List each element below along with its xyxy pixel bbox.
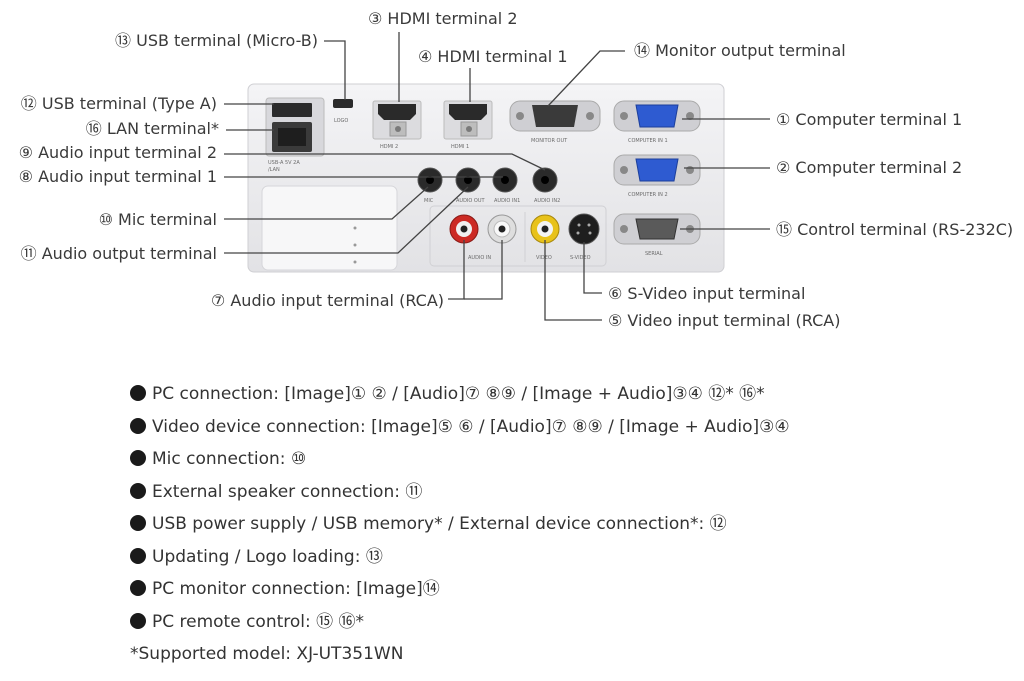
label-svideo: ⑥ S-Video input terminal xyxy=(608,284,805,303)
legend-text: Updating / Logo loading: ⑬ xyxy=(152,546,383,567)
rca-red-jack xyxy=(449,214,479,244)
panel-dot xyxy=(353,243,357,247)
leader-svideo xyxy=(583,242,602,294)
hdmi1-port: HDMI 1 xyxy=(443,100,493,150)
legend-item-remote: PC remote control: ⑮ ⑯* xyxy=(130,609,990,642)
audio-in2-jack: AUDIO IN2 xyxy=(532,167,560,204)
audio-in1-jack: AUDIO IN1 xyxy=(492,167,520,204)
legend-item-speaker: External speaker connection: ⑪ xyxy=(130,479,990,512)
label-audio-in1: ⑧ Audio input terminal 1 xyxy=(19,167,217,186)
legend-item-usb: USB power supply / USB memory* / Externa… xyxy=(130,511,990,544)
label-control: ⑮ Control terminal (RS-232C) xyxy=(776,220,1013,239)
leader-audio-in2 xyxy=(224,153,546,171)
legend-item-video-device: Video device connection: [Image]⑤ ⑥ / [A… xyxy=(130,414,990,447)
hdmi2-text: HDMI 2 xyxy=(380,144,398,150)
label-hdmi1: ④ HDMI terminal 1 xyxy=(418,47,568,66)
leader-monitor-out xyxy=(547,50,625,107)
bullet-icon xyxy=(130,547,146,564)
legend-text: Video device connection: [Image]⑤ ⑥ / [A… xyxy=(152,416,790,437)
legend-item-updating: Updating / Logo loading: ⑬ xyxy=(130,544,990,577)
legend-item-mic: Mic connection: ⑩ xyxy=(130,446,990,479)
hdmi1-text: HDMI 1 xyxy=(451,144,469,150)
label-video-rca: ⑤ Video input terminal (RCA) xyxy=(608,311,840,330)
s-video-text: S-VIDEO xyxy=(570,255,591,261)
legend-item-pc: PC connection: [Image]① ② / [Audio]⑦ ⑧⑨ … xyxy=(130,381,990,414)
legend-text: External speaker connection: ⑪ xyxy=(152,481,423,502)
terminal-labels: ⑬ USB terminal (Micro-B) ③ HDMI terminal… xyxy=(19,9,1014,330)
leader-lines xyxy=(224,32,770,321)
projector-panel: USB-A 5V 2A /LAN LOGO HDMI 2 HDMI 1 xyxy=(247,83,725,273)
lower-bay xyxy=(429,205,607,267)
label-audio-out: ⑪ Audio output terminal xyxy=(21,244,217,263)
rca-white-jack xyxy=(487,214,517,244)
serial-text: SERIAL xyxy=(645,251,663,257)
serial-port: SERIAL xyxy=(613,213,701,257)
rca-yellow-jack xyxy=(530,214,560,244)
usb-micro-b-port xyxy=(333,99,353,108)
computer-in2-text: COMPUTER IN 2 xyxy=(628,192,668,198)
leader-audio-out xyxy=(224,186,469,254)
bullet-icon xyxy=(130,515,146,531)
bullet-icon xyxy=(130,580,146,596)
computer-in1-text: COMPUTER IN 1 xyxy=(628,138,668,144)
hdmi2-port: HDMI 2 xyxy=(372,100,422,150)
audio-in-text: AUDIO IN xyxy=(468,255,491,261)
usb-power-text: USB-A 5V 2A xyxy=(268,160,300,166)
label-monitor-out: ⑭ Monitor output terminal xyxy=(634,41,846,60)
label-computer1: ① Computer terminal 1 xyxy=(776,110,962,129)
mic-jack: MIC xyxy=(417,167,443,204)
label-usb-micro-b: ⑬ USB terminal (Micro-B) xyxy=(115,31,318,50)
leader-video-rca xyxy=(544,240,602,321)
bullet-icon xyxy=(130,417,146,434)
panel-recess xyxy=(261,185,398,271)
label-lan: ⑯ LAN terminal* xyxy=(86,119,219,138)
label-computer2: ② Computer terminal 2 xyxy=(776,158,962,177)
audio-out-text: AUDIO OUT xyxy=(456,198,486,204)
audio-in1-text: AUDIO IN1 xyxy=(494,198,520,204)
video-text: VIDEO xyxy=(536,255,552,261)
bullet-icon xyxy=(130,385,146,401)
monitor-out-port: MONITOR OUT xyxy=(509,100,601,144)
legend-text: PC monitor connection: [Image]⑭ xyxy=(152,579,440,599)
bullet-icon xyxy=(130,612,146,629)
legend-text: PC remote control: ⑮ ⑯* xyxy=(152,611,365,632)
mic-text: MIC xyxy=(424,198,434,204)
leader-mic xyxy=(224,186,429,220)
s-video-jack xyxy=(568,213,600,245)
logo-text: LOGO xyxy=(334,118,348,124)
panel-dot xyxy=(353,226,357,230)
lan-text: /LAN xyxy=(268,167,280,173)
panel-dot xyxy=(353,260,357,264)
audio-out-jack: AUDIO OUT xyxy=(455,167,486,204)
computer-in2-port: COMPUTER IN 2 xyxy=(613,154,701,198)
computer-in1-port: COMPUTER IN 1 xyxy=(613,100,701,144)
audio-in2-text: AUDIO IN2 xyxy=(534,198,560,204)
legend-text: Mic connection: ⑩ xyxy=(152,449,307,469)
leader-usb-micro-b xyxy=(324,40,346,100)
usb-type-a-port xyxy=(272,103,312,117)
label-audio-in2: ⑨ Audio input terminal 2 xyxy=(19,143,217,162)
connection-diagram: USB-A 5V 2A /LAN LOGO HDMI 2 HDMI 1 xyxy=(19,9,1014,330)
label-hdmi2: ③ HDMI terminal 2 xyxy=(368,9,518,28)
legend-text: PC connection: [Image]① ② / [Audio]⑦ ⑧⑨ … xyxy=(152,384,765,404)
connection-legend: PC connection: [Image]① ② / [Audio]⑦ ⑧⑨ … xyxy=(130,381,990,667)
bullet-icon xyxy=(130,482,146,499)
label-usb-type-a: ⑫ USB terminal (Type A) xyxy=(21,94,217,113)
label-mic: ⑩ Mic terminal xyxy=(99,210,217,229)
bullet-icon xyxy=(130,450,146,466)
leader-audio-rca-2 xyxy=(464,240,503,300)
footnote: *Supported model: XJ-UT351WN xyxy=(130,644,404,664)
lan-port-inner xyxy=(278,128,306,146)
monitor-out-text: MONITOR OUT xyxy=(531,138,568,144)
legend-text: USB power supply / USB memory* / Externa… xyxy=(152,514,727,534)
label-audio-rca: ⑦ Audio input terminal (RCA) xyxy=(211,291,444,310)
legend-item-monitor: PC monitor connection: [Image]⑭ xyxy=(130,576,990,609)
